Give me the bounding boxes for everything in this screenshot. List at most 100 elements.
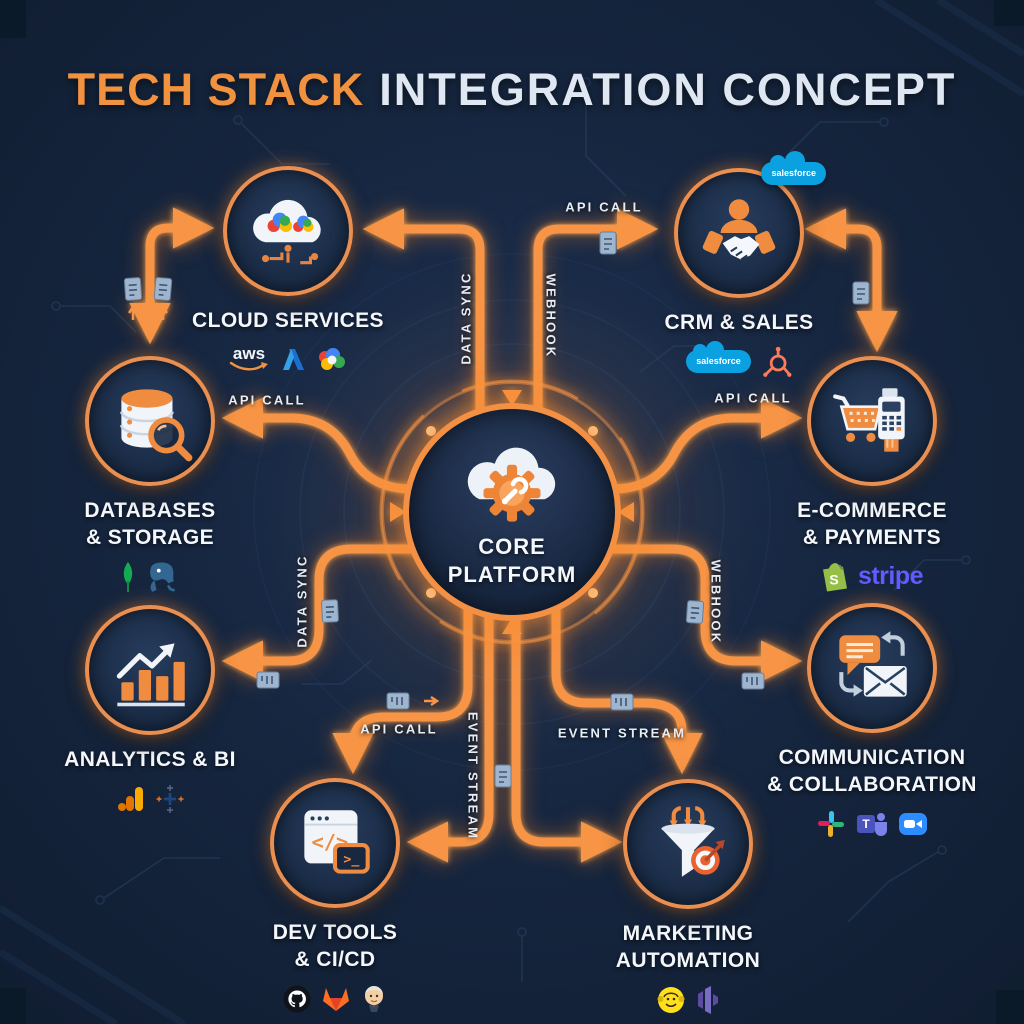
connection-label-event-stream: EVENT STREAM xyxy=(557,725,687,741)
node-label: CLOUD SERVICES xyxy=(192,309,384,332)
title-accent: TECH STACK xyxy=(67,64,365,115)
data-packet-icons xyxy=(123,231,870,788)
pipe-core-devtools-side xyxy=(406,612,494,863)
pipe-core-communication xyxy=(571,544,803,682)
pipe-core-devtools-top xyxy=(332,607,473,775)
aws-smile-icon xyxy=(229,362,268,371)
corner-patch xyxy=(0,0,26,38)
marketing-node-circle xyxy=(623,779,753,909)
connection-label-api-call: API CALL xyxy=(565,199,643,215)
zoom-logo xyxy=(899,812,927,835)
cloud-services-node-circle xyxy=(223,166,353,296)
hubspot-logo xyxy=(762,346,792,377)
node-label: DEV TOOLS& CI/CD xyxy=(272,921,398,971)
vendor-logos xyxy=(116,782,185,816)
mongodb-logo xyxy=(123,561,132,592)
vendor-logos: aws xyxy=(229,343,347,377)
data-packet-icon xyxy=(153,277,173,301)
cart-terminal-icon xyxy=(833,388,905,452)
node-databases-storage: DATABASES& STORAGE xyxy=(30,356,270,594)
pipe-core-marketing-top xyxy=(551,607,703,775)
node-label: DATABASES& STORAGE xyxy=(84,499,216,549)
chat-mail-sync-icon xyxy=(839,631,907,697)
crm-sales-node-circle: salesforce xyxy=(674,151,826,298)
node-analytics-bi: ANALYTICS & BI xyxy=(30,605,270,816)
gitlab-logo xyxy=(323,987,349,1011)
title-rest: INTEGRATION CONCEPT xyxy=(379,64,957,115)
core-platform-outer-ring xyxy=(381,381,643,643)
devtools-node-circle: </> >_ xyxy=(270,778,400,908)
page-title: TECH STACK INTEGRATION CONCEPT xyxy=(0,64,1024,116)
circuit-lines xyxy=(269,252,313,265)
data-packet-icon xyxy=(610,693,634,711)
pipe-core-crm xyxy=(533,208,659,428)
corner-patch xyxy=(994,0,1024,26)
data-packet-icon xyxy=(741,672,765,690)
connection-label-webhook: WEBHOOK xyxy=(543,273,559,359)
vendor-logos xyxy=(120,560,181,594)
funnel-target-icon xyxy=(661,806,725,877)
node-dev-tools-cicd: </> >_ DEV TOOLS& CI/CD xyxy=(215,778,455,1016)
vendor-logos: T xyxy=(816,807,928,841)
shopify-logo: S xyxy=(822,563,847,592)
connection-label-data-sync: DATA SYNC xyxy=(294,554,310,648)
github-logo xyxy=(283,985,311,1013)
data-packet-icon xyxy=(494,764,512,788)
vendor-logos: S stripe xyxy=(821,560,924,594)
tableau-logo xyxy=(156,784,183,813)
pipe-crm-ecommerce xyxy=(804,208,898,353)
database-search-icon xyxy=(120,389,193,462)
node-label: COMMUNICATION& COLLABORATION xyxy=(767,746,977,796)
gcp-mini-cloud xyxy=(267,212,293,233)
corner-patch xyxy=(0,988,26,1024)
node-label: E-COMMERCE& PAYMENTS xyxy=(797,499,947,549)
data-packet-icon xyxy=(123,277,143,301)
connection-label-api-call: API CALL xyxy=(714,390,792,406)
node-label: CRM & SALES xyxy=(664,311,814,334)
connection-label-data-sync: DATA SYNC xyxy=(458,271,474,365)
node-label: ANALYTICS & BI xyxy=(64,748,236,771)
shopify-s-glyph: S xyxy=(829,572,838,588)
vendor-logos xyxy=(656,983,721,1017)
communication-node-circle xyxy=(807,603,937,733)
node-cloud-services: CLOUD SERVICES aws xyxy=(168,166,408,377)
connection-label-api-call: API CALL xyxy=(228,392,306,408)
marketo-logo xyxy=(697,985,718,1014)
person-handshake-icon xyxy=(702,199,776,261)
data-packet-icon xyxy=(685,600,705,624)
vendor-logos: salesforce xyxy=(686,341,792,379)
mini-transfer-arrows xyxy=(127,304,440,707)
postgresql-logo xyxy=(149,562,175,592)
stripe-logo: stripe xyxy=(857,562,924,591)
cloud-gear-icon xyxy=(467,447,556,522)
mailchimp-logo xyxy=(657,986,684,1013)
connection-label-api-call: API CALL xyxy=(360,721,438,737)
terminal-prompt-glyph: >_ xyxy=(343,852,359,867)
pipe-cloud-databases xyxy=(129,207,215,345)
code-terminal-icon: </> >_ xyxy=(304,810,370,874)
node-ecommerce-payments: E-COMMERCE& PAYMENTS S stripe xyxy=(752,356,992,594)
data-packet-icon xyxy=(599,231,617,255)
node-communication-collaboration: COMMUNICATION& COLLABORATION T xyxy=(752,603,992,841)
pipe-core-analytics xyxy=(221,544,453,682)
data-packet-icon xyxy=(386,692,410,710)
slack-logo xyxy=(818,810,844,837)
pipe-core-marketing-side xyxy=(511,615,623,863)
node-crm-sales: salesforce CRM & SALES salesforce xyxy=(619,151,859,379)
bar-chart-trend-icon xyxy=(116,643,185,707)
corner-patch xyxy=(996,990,1024,1024)
google-cloud-logo xyxy=(319,347,345,370)
microsoft-teams-logo: T xyxy=(857,812,887,836)
salesforce-logo: salesforce xyxy=(686,341,751,374)
vendor-logos xyxy=(282,982,388,1016)
microsoft-azure-logo xyxy=(283,349,304,371)
teams-t-glyph: T xyxy=(862,817,870,831)
salesforce-badge: salesforce xyxy=(761,151,826,185)
gcp-mini-cloud xyxy=(293,215,314,233)
